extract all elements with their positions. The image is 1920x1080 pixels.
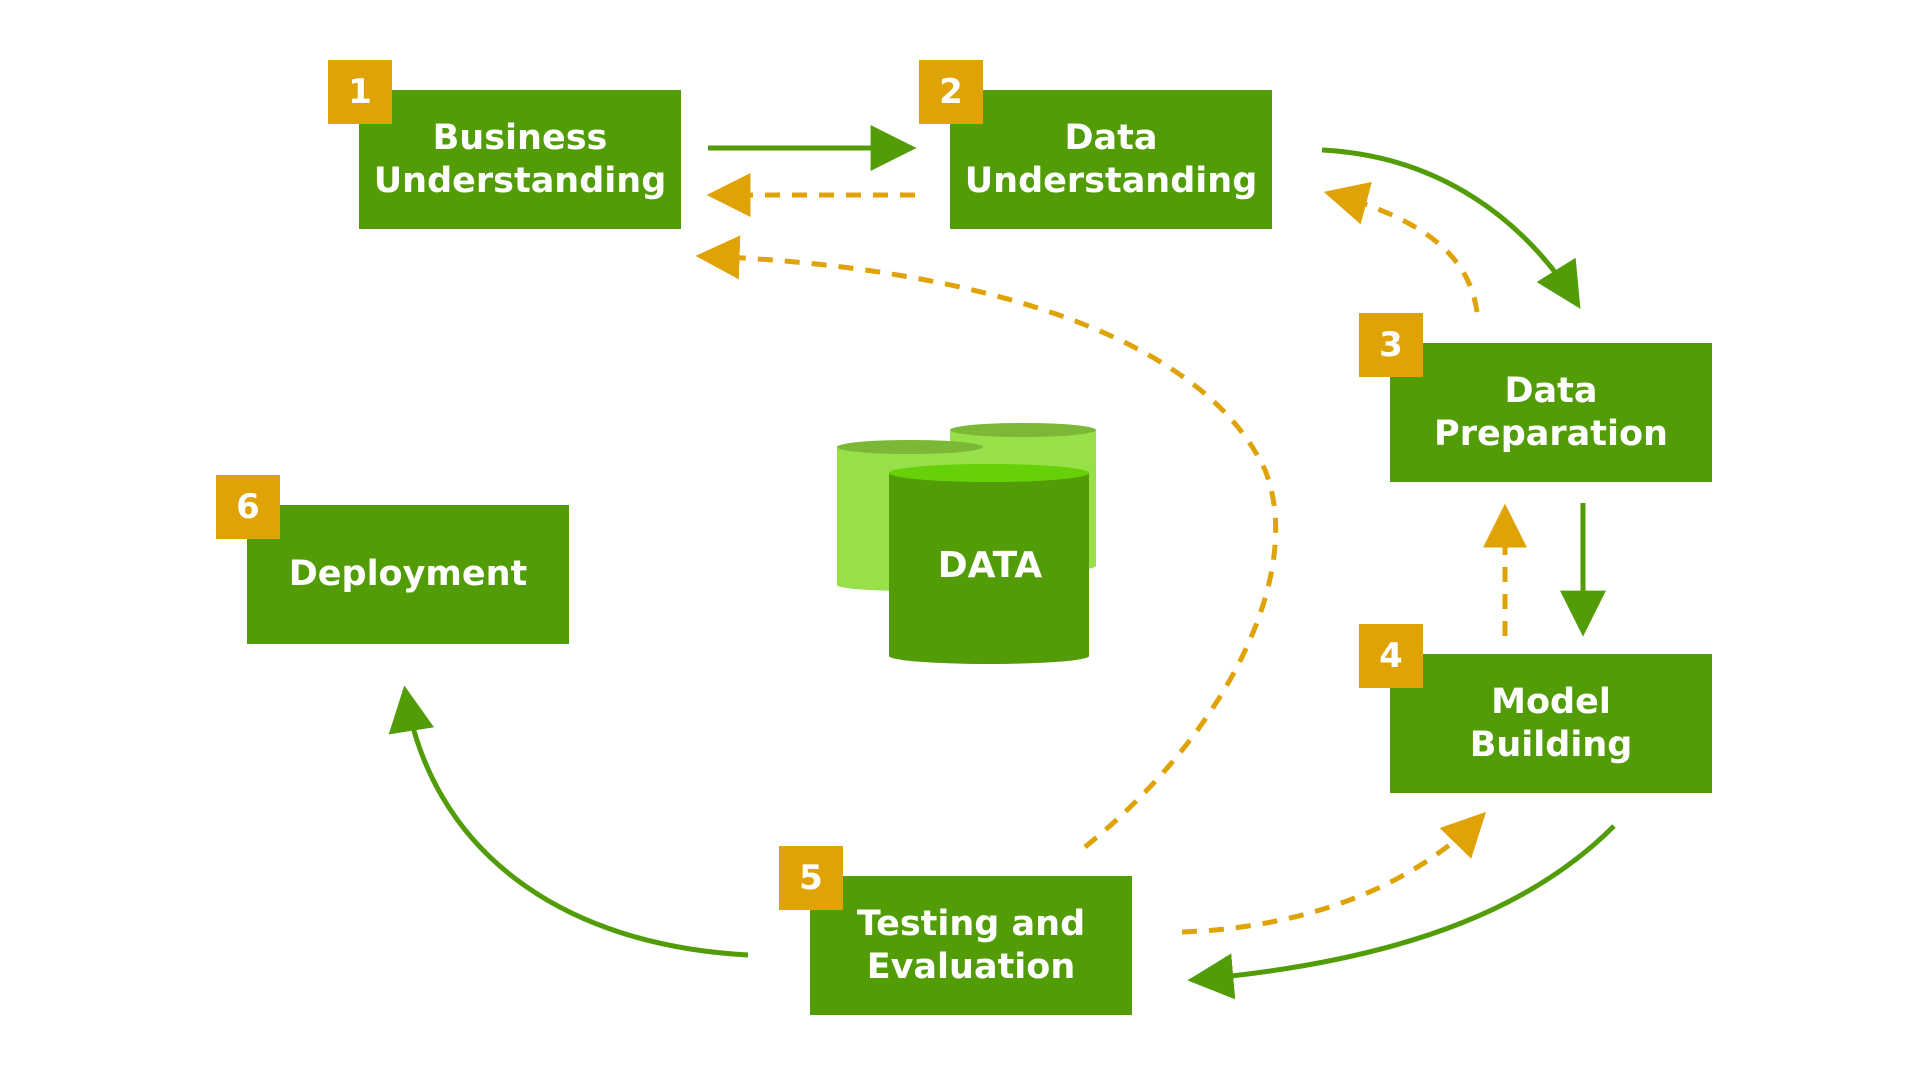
step-number-badge: 6 bbox=[216, 475, 280, 539]
step-number-badge: 1 bbox=[328, 60, 392, 124]
cylinder-front bbox=[889, 464, 1089, 664]
step-number-badge: 3 bbox=[1359, 313, 1423, 377]
step-testing-and-evaluation[interactable]: 5 Testing and Evaluation bbox=[779, 846, 1132, 1015]
database-icon bbox=[837, 423, 1096, 664]
data-store-label: DATA bbox=[937, 545, 1043, 586]
step-business-understanding[interactable]: 1 Business Understanding bbox=[328, 60, 681, 229]
step-label: Data Preparation bbox=[1434, 370, 1668, 454]
step-data-understanding[interactable]: 2 Data Understanding bbox=[919, 60, 1272, 229]
step-number-badge: 2 bbox=[919, 60, 983, 124]
step-data-preparation[interactable]: 3 Data Preparation bbox=[1359, 313, 1712, 482]
feedback-3-to-2 bbox=[1323, 181, 1480, 313]
step-label: Business Understanding bbox=[373, 117, 667, 201]
arrow-5-to-6 bbox=[388, 685, 749, 958]
step-deployment[interactable]: 6 Deployment bbox=[216, 475, 569, 644]
step-label: Deployment bbox=[288, 554, 528, 594]
step-label: Model Building bbox=[1469, 681, 1633, 765]
step-label: Testing and Evaluation bbox=[856, 903, 1086, 987]
arrow-2-to-3 bbox=[1321, 147, 1581, 309]
feedback-5-to-1 bbox=[695, 235, 1279, 849]
step-number-badge: 4 bbox=[1359, 624, 1423, 688]
feedback-5-to-4 bbox=[1181, 811, 1487, 935]
step-model-building[interactable]: 4 Model Building bbox=[1359, 624, 1712, 793]
arrow-4-to-5 bbox=[1187, 824, 1616, 1000]
step-label: Data Understanding bbox=[964, 117, 1258, 201]
step-number-badge: 5 bbox=[779, 846, 843, 910]
